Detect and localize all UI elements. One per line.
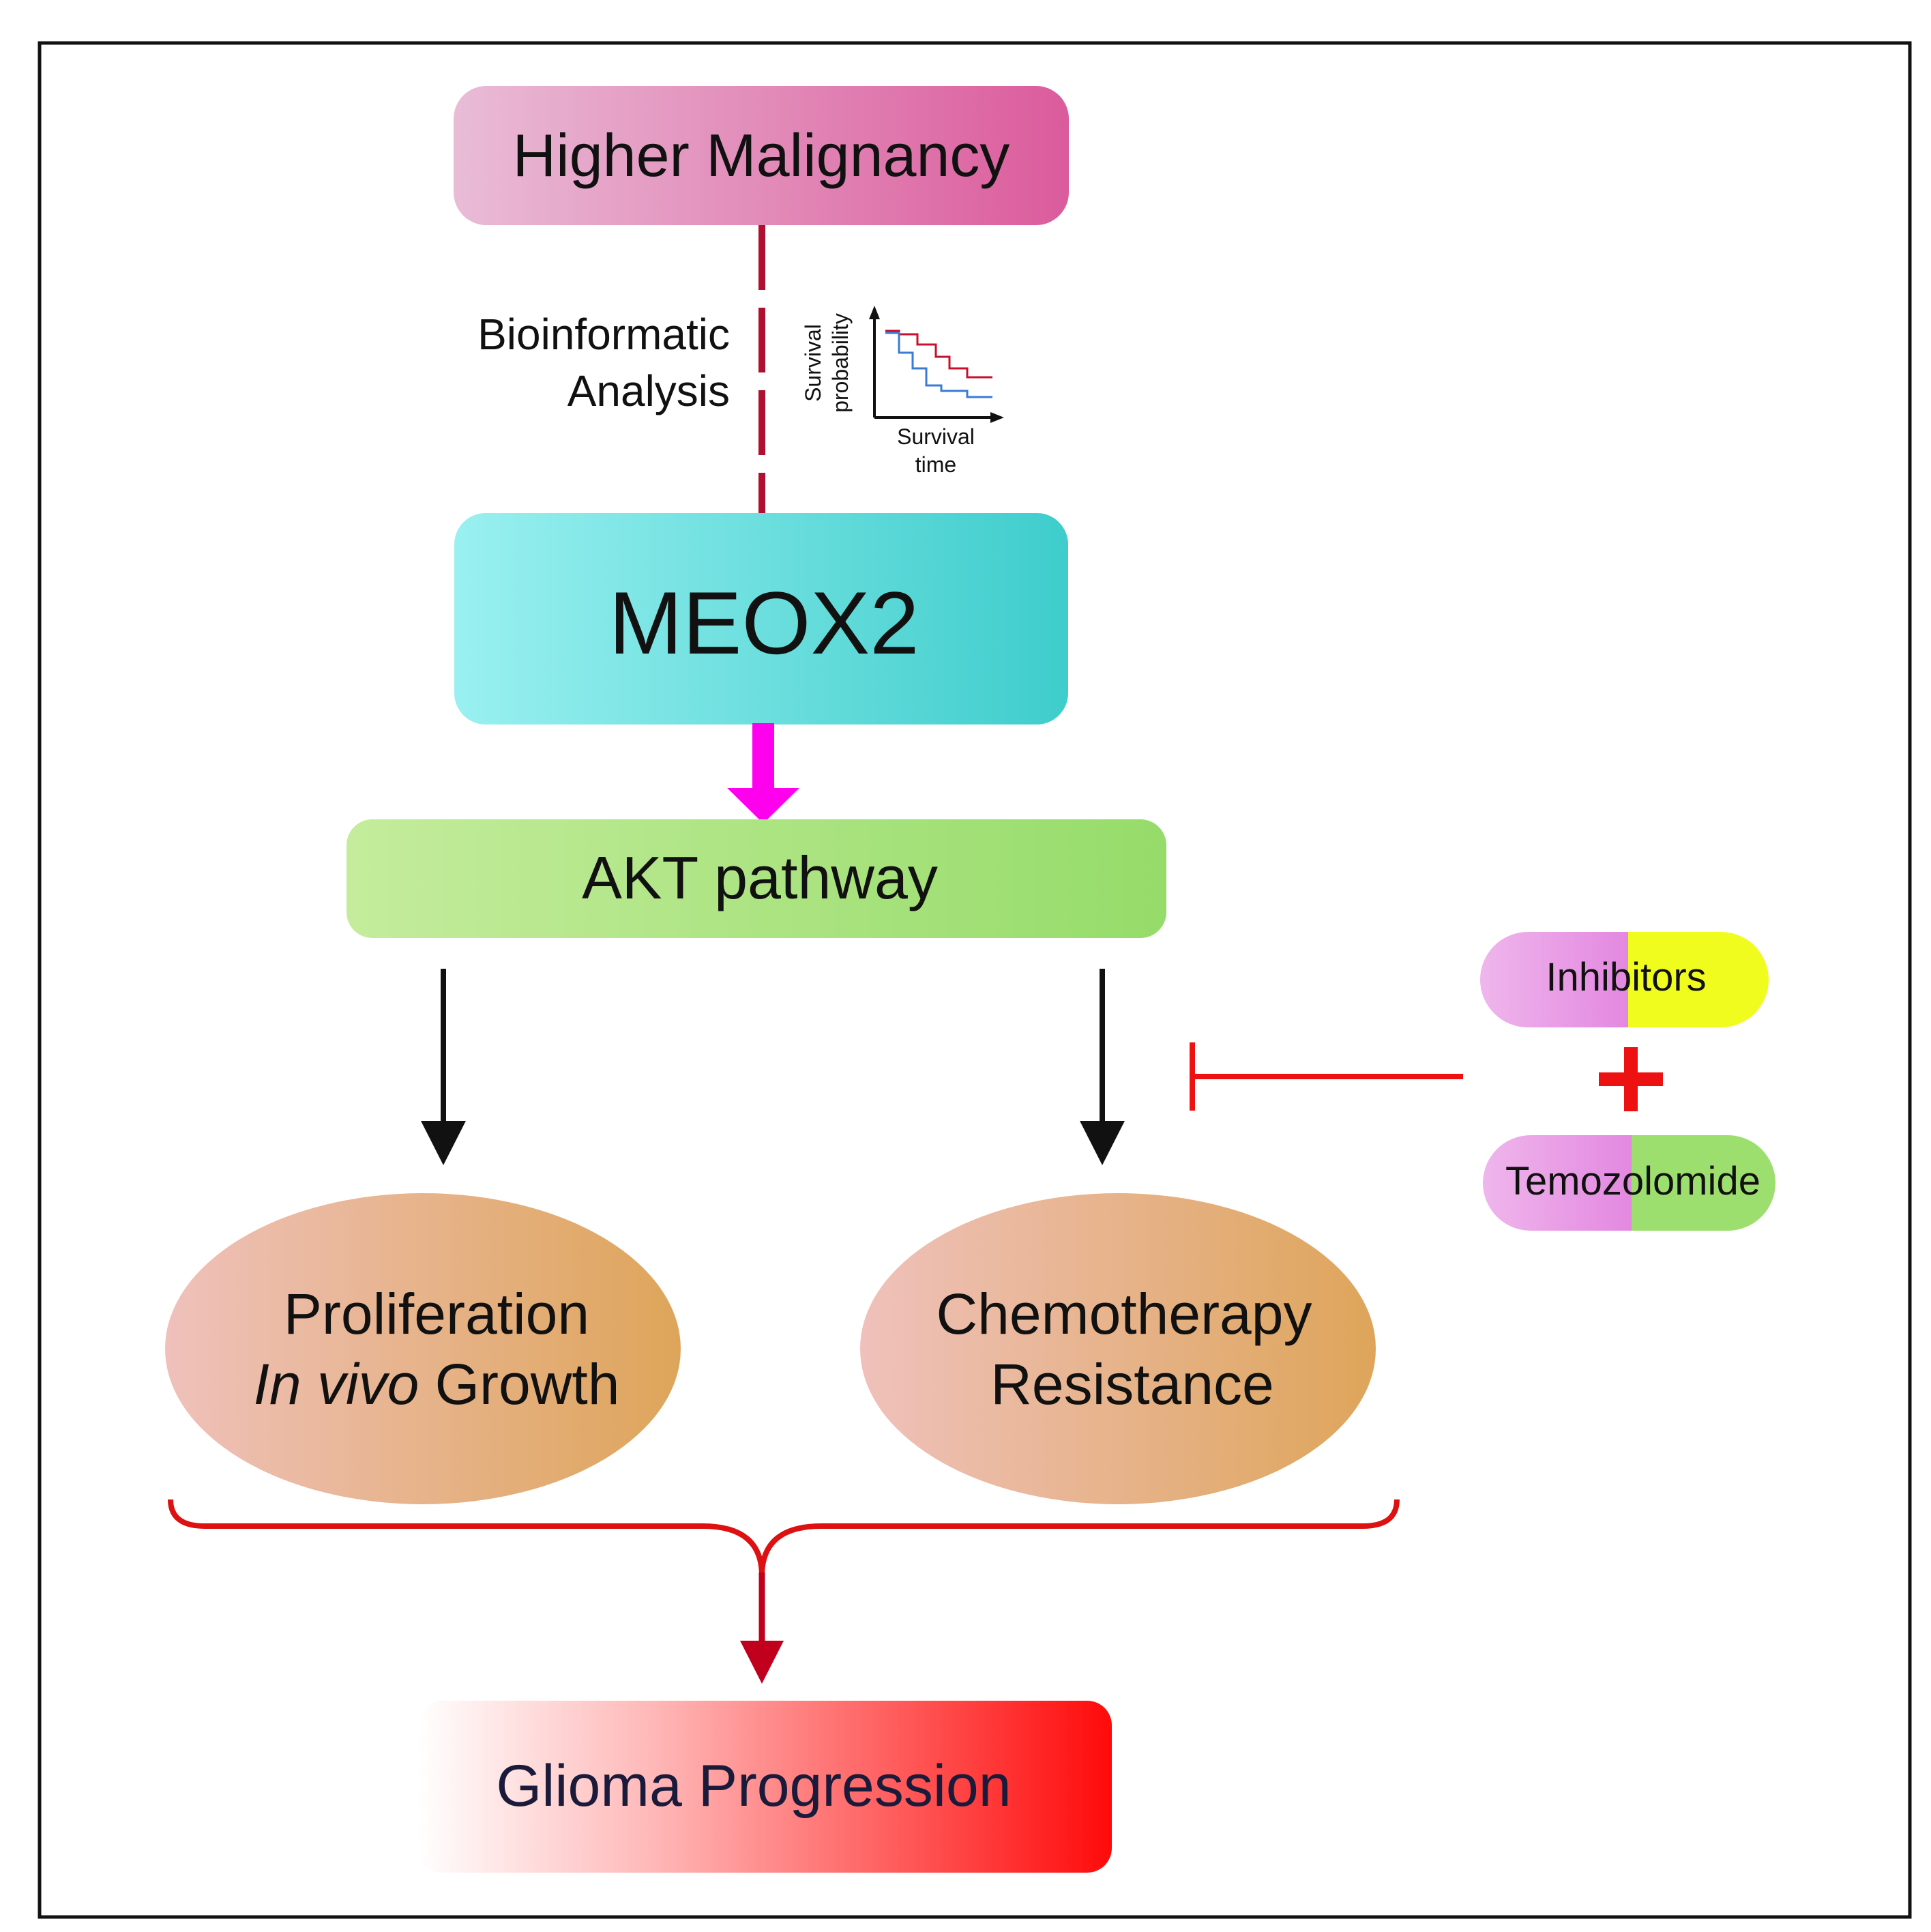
chemotherapy-node: Chemotherapy Resistance <box>860 1193 1376 1504</box>
inset-ylabel-line-2: probability <box>828 313 853 413</box>
higher-malignancy-box <box>454 86 1069 225</box>
glioma-progression-node: Glioma Progression <box>417 1701 1112 1873</box>
analysis-line-1: Bioinformatic <box>477 310 730 359</box>
analysis-line-2: Analysis <box>567 366 730 415</box>
temozolomide-label: Temozolomide <box>1505 1159 1760 1203</box>
inset-xlabel-line-2: time <box>915 452 956 477</box>
inhibitors-pill-left <box>1480 932 1628 1027</box>
meox2-label: MEOX2 <box>608 573 919 673</box>
glioma-progression-label: Glioma Progression <box>496 1753 1011 1819</box>
convergence-brace <box>168 1499 1400 1577</box>
arrow-to-glioma <box>740 1572 784 1684</box>
inset-x-arrowhead <box>990 412 1004 423</box>
in-vivo-italic: In vivo <box>254 1352 419 1416</box>
inhibition-symbol <box>1190 1042 1463 1111</box>
temozolomide-pill-right <box>1632 1135 1775 1231</box>
akt-pathway-node: AKT pathway <box>347 819 1166 938</box>
inset-ylabel-line-1: Survival <box>801 324 825 402</box>
plus-icon <box>1599 1047 1663 1111</box>
meox2-node: MEOX2 <box>454 513 1068 724</box>
outer-frame <box>38 41 1912 1919</box>
proliferation-node: Proliferation In vivo Growth <box>165 1193 681 1504</box>
survival-curve-inset: Survival probability Survival time <box>801 306 1004 477</box>
chemotherapy-line-1: Chemotherapy <box>937 1282 1312 1346</box>
chemotherapy-line-2: Resistance <box>990 1352 1274 1416</box>
inset-survival-curve-high <box>885 330 992 379</box>
bioinformatic-analysis-label: Bioinformatic Analysis <box>477 310 730 415</box>
temozolomide-pill: Temozolomide <box>1483 1135 1775 1231</box>
akt-pathway-label: AKT pathway <box>582 844 938 911</box>
magenta-arrow <box>727 723 799 823</box>
glioma-progression-box <box>417 1701 1112 1873</box>
proliferation-line-2: In vivo Growth <box>254 1352 620 1416</box>
arrow-to-proliferation <box>421 969 466 1165</box>
inset-xlabel-line-1: Survival <box>897 424 975 449</box>
inhibitors-pill-right <box>1628 932 1769 1027</box>
arrow-to-chemotherapy <box>1080 969 1125 1165</box>
proliferation-ellipse <box>165 1193 681 1504</box>
akt-pathway-box <box>347 819 1166 938</box>
inset-y-arrowhead <box>869 306 880 319</box>
temozolomide-pill-left <box>1483 1135 1632 1231</box>
inset-survival-curve-low <box>885 332 992 398</box>
inhibitors-label: Inhibitors <box>1546 955 1706 999</box>
higher-malignancy-node: Higher Malignancy <box>454 86 1069 225</box>
proliferation-line-1: Proliferation <box>284 1282 589 1346</box>
growth-text: Growth <box>419 1352 619 1416</box>
inhibitors-pill: Inhibitors <box>1480 932 1769 1027</box>
higher-malignancy-label: Higher Malignancy <box>513 121 1010 189</box>
meox2-box <box>454 513 1068 724</box>
chemotherapy-ellipse <box>860 1193 1376 1504</box>
